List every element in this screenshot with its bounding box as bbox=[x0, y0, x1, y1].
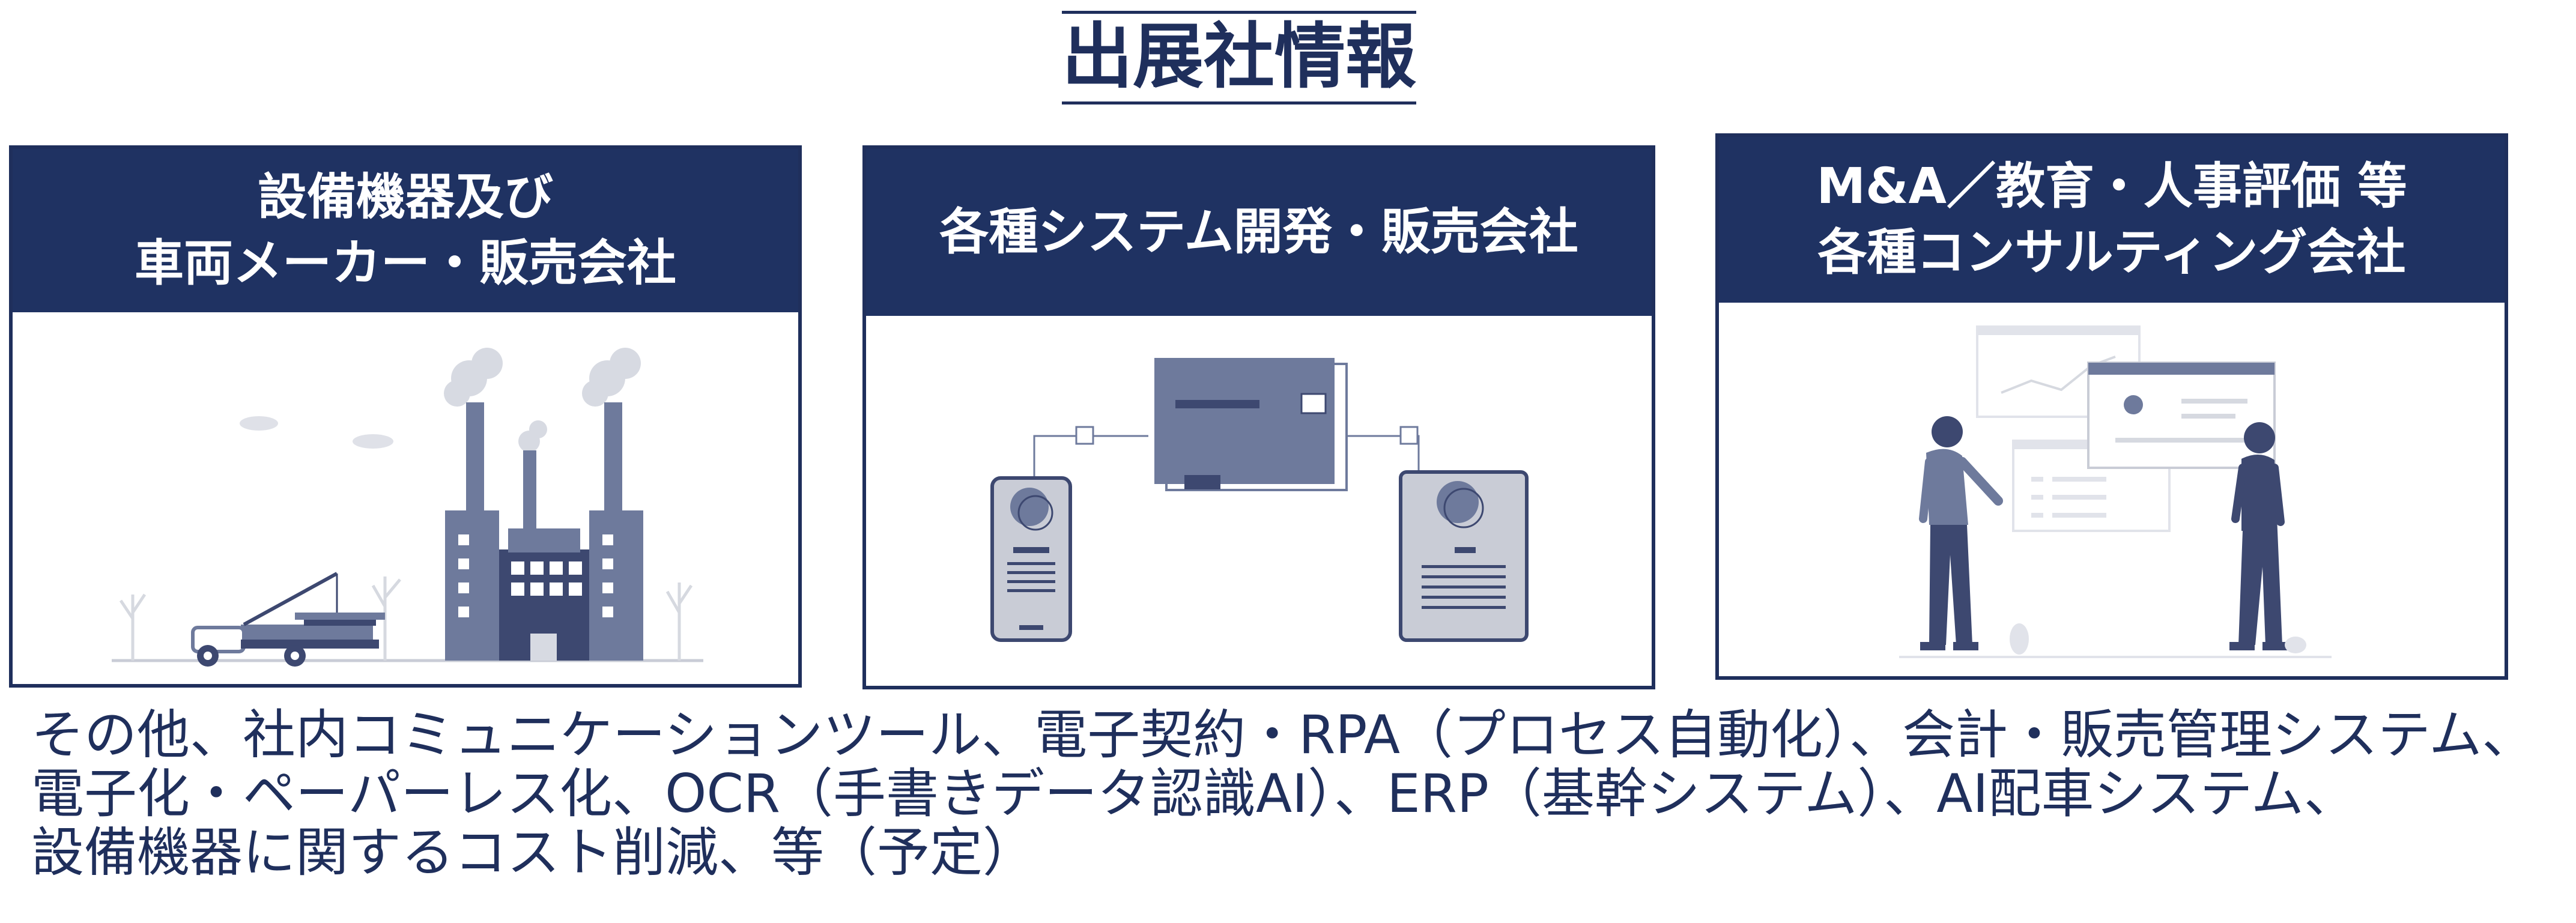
page-title: 出展社情報 bbox=[1062, 11, 1416, 104]
card-heading: M&A／教育・人事評価 等 各種コンサルティング会社 bbox=[1719, 137, 2505, 303]
card-system-development: 各種システム開発・販売会社 bbox=[862, 145, 1655, 689]
card-heading: 設備機器及び 車両メーカー・販売会社 bbox=[13, 149, 798, 312]
card-equipment-makers: 設備機器及び 車両メーカー・販売会社 bbox=[9, 145, 802, 688]
factory-illustration bbox=[13, 312, 798, 684]
other-exhibitors-note: その他、社内コミュニケーションツール、電子契約・RPA（プロセス自動化）、会計・… bbox=[31, 706, 2542, 882]
system-devices-illustration bbox=[866, 316, 1652, 686]
note-line: 電子化・ペーパーレス化、OCR（手書きデータ認識AI）、ERP（基幹システム）、… bbox=[31, 763, 2357, 825]
card-heading: 各種システム開発・販売会社 bbox=[866, 149, 1652, 316]
consulting-people-illustration bbox=[1719, 303, 2505, 676]
card-heading-line: 各種システム開発・販売会社 bbox=[939, 204, 1578, 261]
card-heading-line: 車両メーカー・販売会社 bbox=[134, 235, 676, 292]
note-line: その他、社内コミュニケーションツール、電子契約・RPA（プロセス自動化）、会計・… bbox=[31, 704, 2535, 766]
card-heading-line: 設備機器及び bbox=[257, 169, 553, 226]
card-consulting: M&A／教育・人事評価 等 各種コンサルティング会社 bbox=[1715, 133, 2508, 680]
card-heading-line: 各種コンサルティング会社 bbox=[1817, 224, 2406, 281]
note-line: 設備機器に関するコスト削減、等（予定） bbox=[31, 822, 1036, 883]
card-heading-line: M&A／教育・人事評価 等 bbox=[1816, 158, 2407, 215]
